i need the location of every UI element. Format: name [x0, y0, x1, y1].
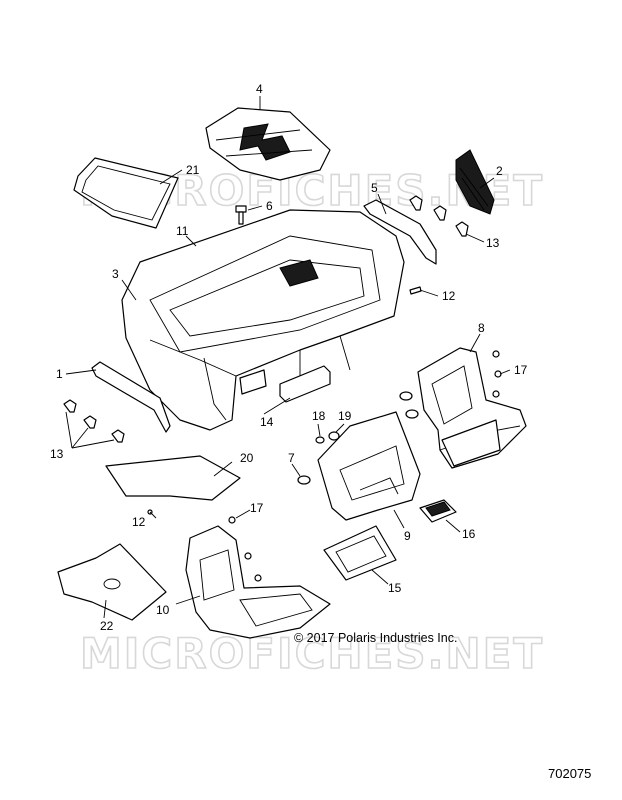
part-20-panel: [105, 455, 241, 501]
part-2-grille: [455, 149, 495, 215]
part-6-bolt: [235, 205, 247, 225]
part-5-side-trim: [363, 199, 437, 265]
part-22-bottom-mat: [57, 543, 167, 621]
callout-8: 8: [478, 321, 485, 335]
callout-12-right: 12: [442, 289, 456, 303]
part-15-cover-plate: [323, 525, 397, 581]
callout-14: 14: [260, 415, 274, 429]
callout-22: 22: [100, 619, 114, 633]
callout-20: 20: [240, 451, 254, 465]
document-number: 702075: [548, 766, 591, 781]
part-13-pins-left: [63, 399, 125, 443]
callout-16: 16: [462, 527, 476, 541]
callout-4: 4: [256, 82, 263, 96]
callout-11: 11: [176, 224, 189, 238]
leader-lines: [65, 96, 511, 619]
part-13-pins-top: [409, 195, 469, 237]
callout-3: 3: [112, 267, 119, 281]
callout-19: 19: [338, 409, 352, 423]
fasteners-middle: [399, 391, 419, 419]
part-18-19-hardware: [315, 431, 340, 444]
callout-12-left: 12: [132, 515, 146, 529]
callout-2: 2: [496, 164, 503, 178]
callout-15: 15: [388, 581, 402, 595]
callout-9: 9: [404, 529, 411, 543]
part-16-latch: [419, 499, 457, 523]
part-17-nuts-lower: [228, 516, 262, 582]
part-17-nuts-right: [492, 350, 502, 398]
callout-13-left: 13: [50, 447, 64, 461]
callouts: 4 21 2 5 6 13 11 3 12 8 1 17 13 14 18 19…: [50, 82, 528, 633]
callout-18: 18: [312, 409, 326, 423]
callout-13-top: 13: [486, 236, 500, 250]
part-8-storage-bin: [417, 347, 527, 469]
part-1-side-rail: [91, 361, 171, 433]
part-10-lower-bracket: [185, 525, 331, 639]
copyright-text: © 2017 Polaris Industries Inc.: [294, 631, 457, 645]
callout-1: 1: [56, 367, 63, 381]
callout-17-right: 17: [514, 363, 528, 377]
callout-10: 10: [156, 603, 170, 617]
part-7-nut: [297, 475, 311, 485]
part-12-screw-right: [409, 286, 422, 295]
callout-17-lower: 17: [250, 501, 264, 515]
part-4-cover-panel: [205, 107, 331, 181]
callout-21: 21: [186, 163, 200, 177]
callout-5: 5: [371, 181, 378, 195]
watermark-bottom: MICROFICHES.NET: [80, 629, 544, 678]
callout-6: 6: [266, 199, 273, 213]
part-21-mat: [73, 157, 179, 229]
part-3-cargo-box: [121, 209, 405, 431]
part-14-block: [279, 365, 331, 403]
callout-7: 7: [288, 451, 295, 465]
part-9-floor-panel: [317, 411, 421, 521]
